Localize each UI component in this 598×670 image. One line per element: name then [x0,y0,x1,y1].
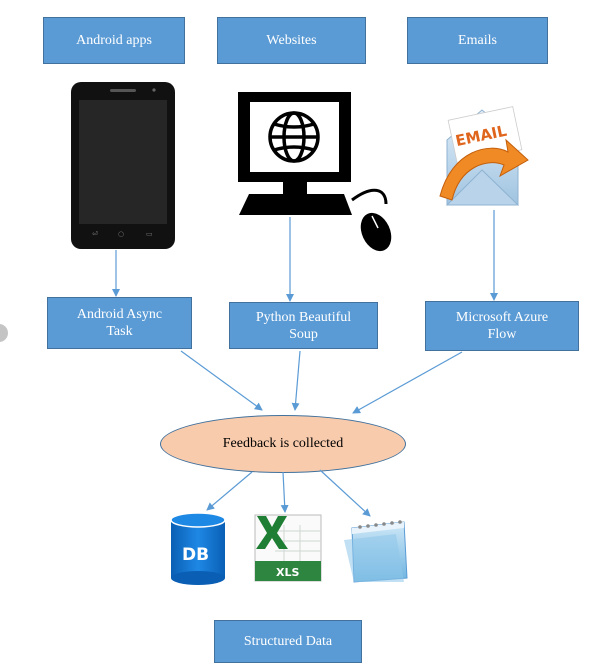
feedback-collected-ellipse: Feedback is collected [160,415,406,473]
collector-label: Feedback is collected [222,436,344,451]
source-label: Emails [458,33,497,48]
structured-data-label: Structured Data [243,634,333,649]
computer-icon [238,92,392,252]
excel-spreadsheet-icon: XLS [254,514,322,582]
db-label: DB [182,545,209,565]
processor-box-android-async-task: Android Async Task [47,297,192,349]
processor-label: Python Beautiful Soup [255,309,352,342]
svg-text:○: ○ [118,230,124,238]
xls-label: XLS [276,566,299,579]
source-box-android-apps: Android apps [43,17,185,64]
database-icon: DB [170,512,226,585]
source-box-emails: Emails [407,17,548,64]
processor-box-microsoft-azure-flow: Microsoft Azure Flow [425,301,579,351]
svg-text:▭: ▭ [146,230,153,238]
svg-text:⏎: ⏎ [92,230,98,238]
source-box-websites: Websites [217,17,366,64]
email-icon: EMAIL [439,106,529,206]
processor-box-python-beautiful-soup: Python Beautiful Soup [229,302,378,349]
processor-label: Microsoft Azure Flow [455,310,549,342]
side-scroll-dot [0,324,8,342]
source-label: Android apps [76,33,152,48]
structured-data-box: Structured Data [214,620,362,663]
processor-label: Android Async Task [76,307,163,339]
arrow [112,210,498,517]
source-label: Websites [266,33,317,48]
notepad-icon [344,520,408,583]
android-phone-icon: ⏎ ○ ▭ [71,82,175,249]
